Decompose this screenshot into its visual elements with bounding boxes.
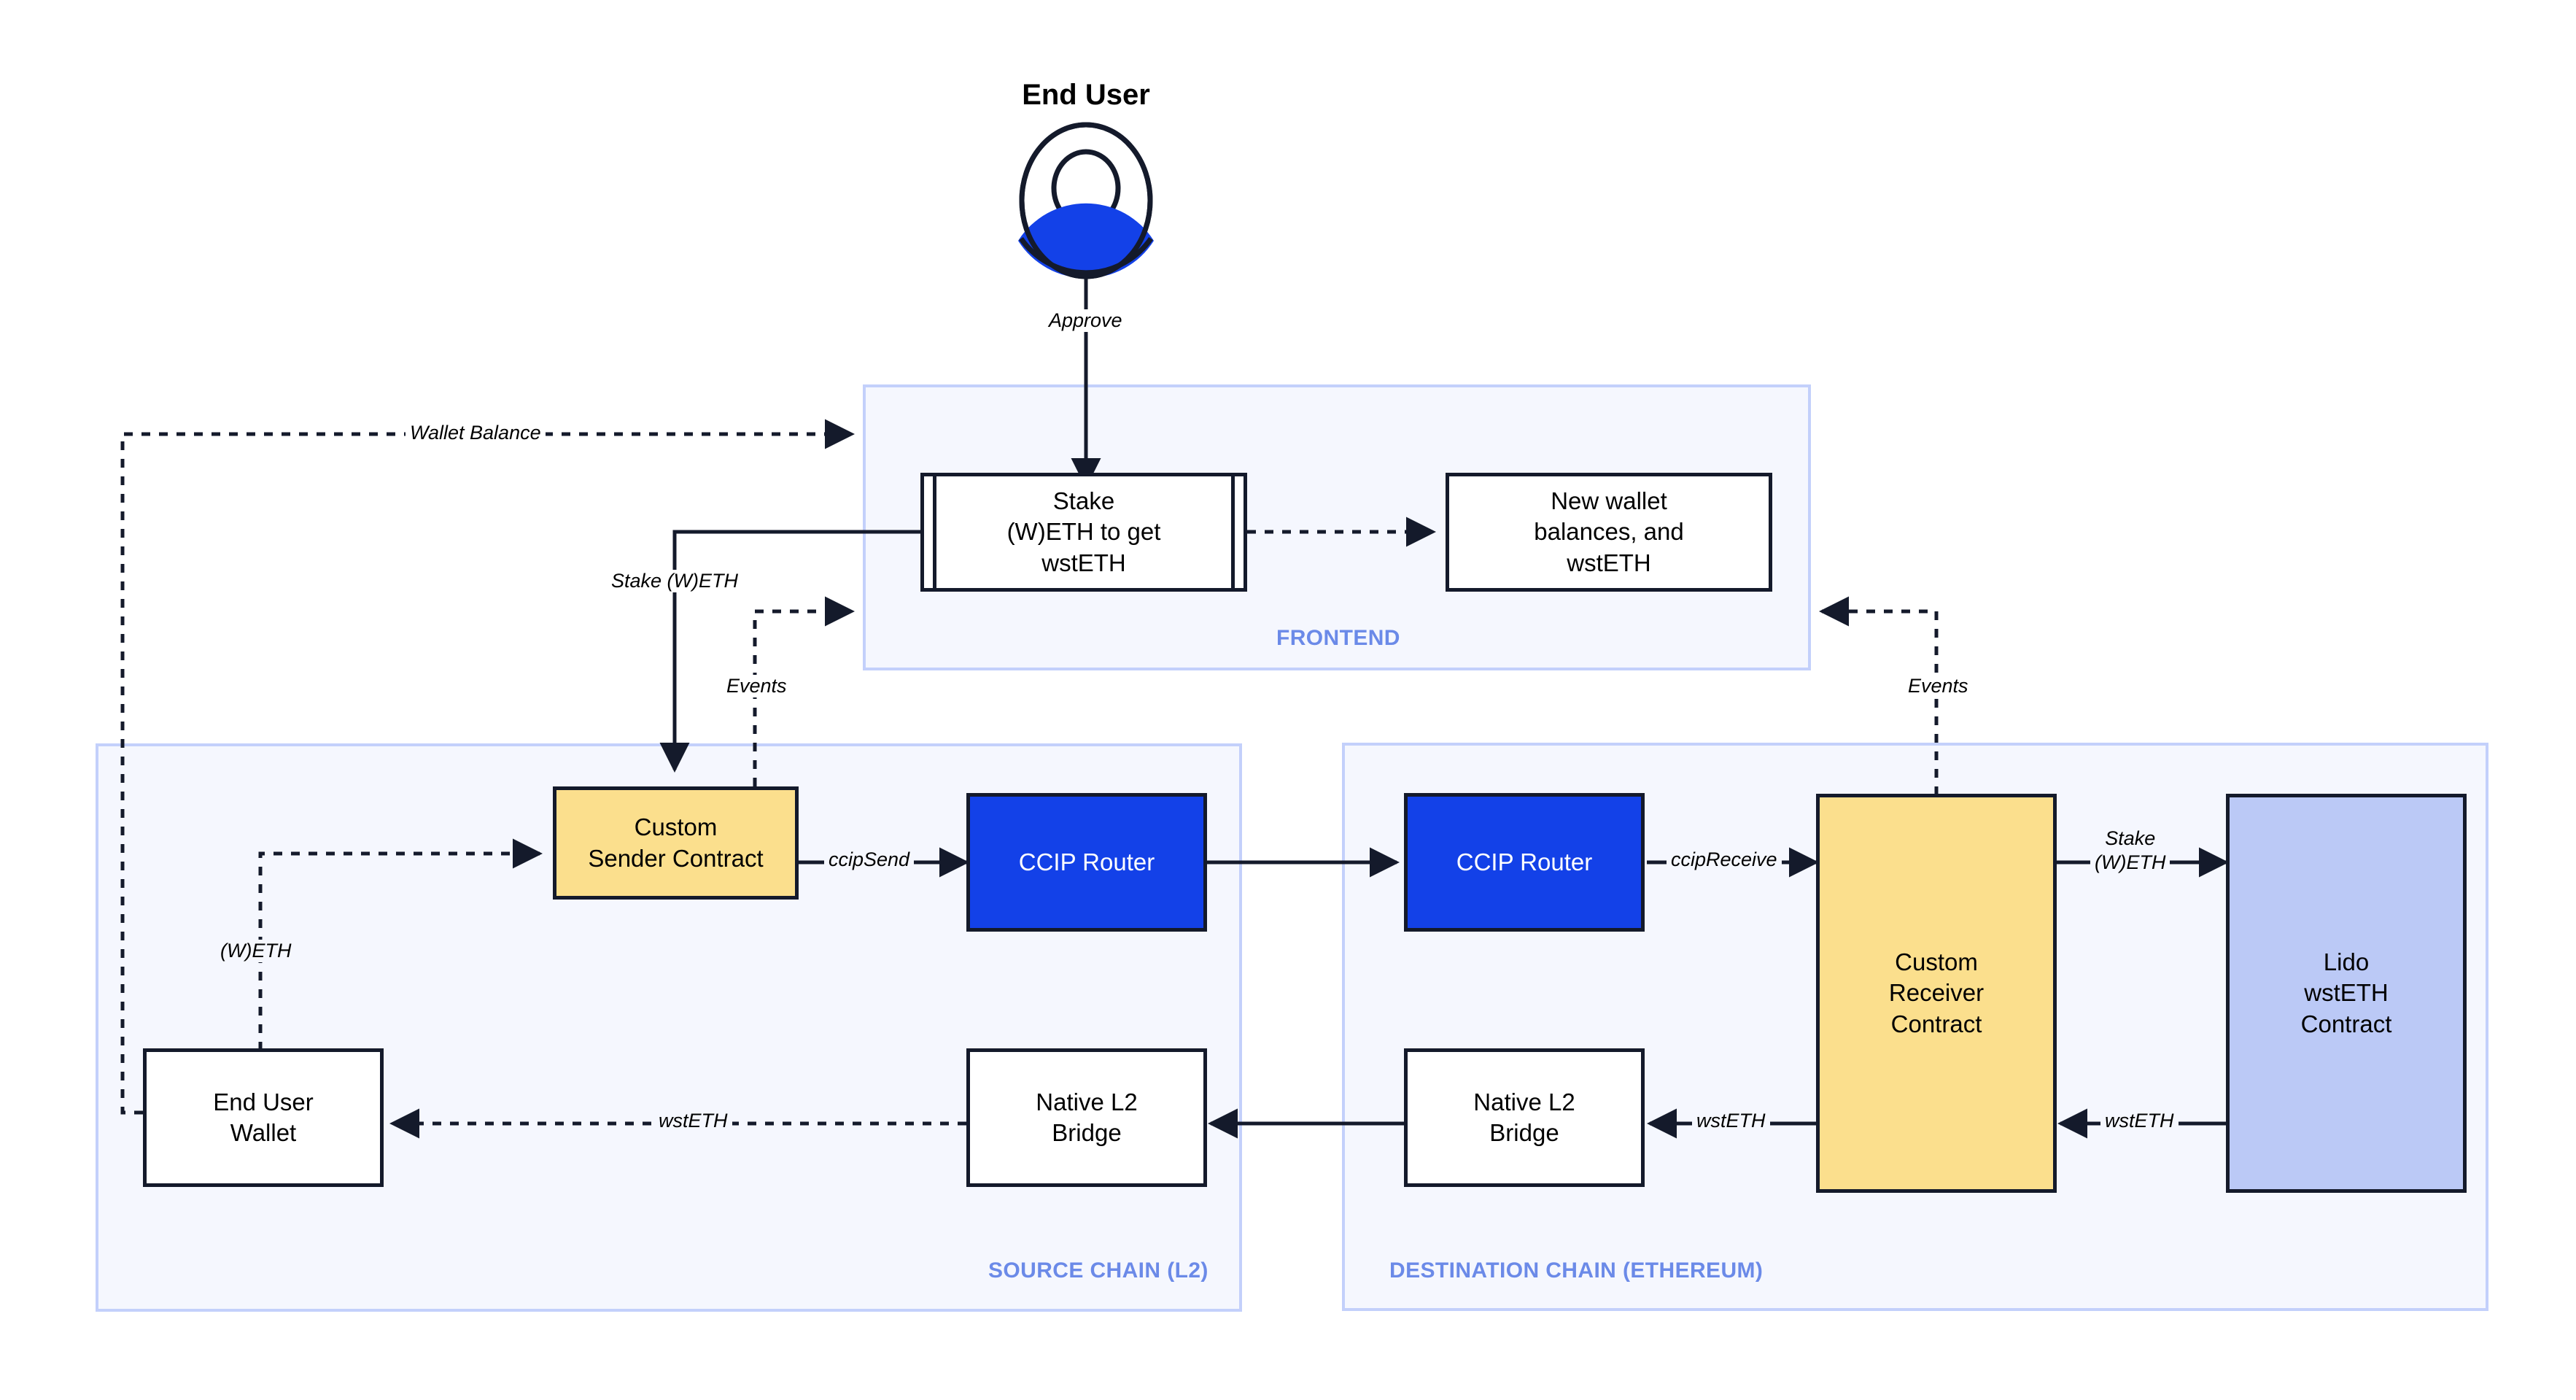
edge-label-events-left: Events [722,675,791,697]
stake-weth-dst-line-2: (W)ETH [2095,851,2166,873]
router-dst-label: CCIP Router [1456,848,1593,875]
wallet-line-2: Wallet [230,1119,297,1146]
stake-ui-line-3: wstETH [1041,549,1126,576]
lido-line-3: Contract [2300,1010,2392,1037]
edge-label-stake-weth-destination: Stake (W)ETH [2090,827,2170,875]
edge-label-wsteth-wallet: wstETH [654,1110,732,1132]
node-end-user-wallet[interactable]: End User Wallet [143,1048,384,1187]
stake-ui-line-2: (W)ETH to get [1006,518,1161,546]
lido-line-1: Lido [2323,948,2370,976]
edge-label-ccip-send: ccipSend [824,848,915,871]
receiver-line-1: Custom [1895,948,1978,976]
node-ccip-router-source[interactable]: CCIP Router [966,793,1207,932]
edge-label-stake-weth: Stake (W)ETH [607,570,743,592]
edge-label-wallet-balance: Wallet Balance [406,422,546,444]
bridge-src-line-1: Native L2 [1036,1088,1138,1115]
bridge-dst-line-2: Bridge [1489,1119,1559,1146]
node-new-wallet-balances[interactable]: New wallet balances, and wstETH [1446,473,1772,592]
node-stake-ui[interactable]: Stake (W)ETH to get wstETH [920,473,1247,592]
node-native-l2-bridge-source[interactable]: Native L2 Bridge [966,1048,1207,1187]
receiver-line-2: Receiver [1888,979,1985,1007]
edge-label-approve: Approve [1044,309,1127,332]
new-balances-line-1: New wallet [1551,487,1667,515]
zone-label-frontend: FRONTEND [1276,626,1400,650]
node-native-l2-bridge-destination[interactable]: Native L2 Bridge [1404,1048,1645,1187]
node-custom-sender-contract[interactable]: Custom Sender Contract [553,786,799,900]
edge-label-weth: (W)ETH [216,940,296,962]
edge-label-wsteth-lido: wstETH [2100,1110,2179,1132]
receiver-line-3: Contract [1890,1010,1982,1037]
node-ccip-router-destination[interactable]: CCIP Router [1404,793,1645,932]
wallet-line-1: End User [213,1088,314,1115]
sender-line-2: Sender Contract [588,844,764,872]
lido-line-2: wstETH [2304,979,2389,1007]
user-avatar-icon [1018,122,1154,279]
edge-label-wsteth-bridge: wstETH [1692,1110,1770,1132]
edge-label-events-right: Events [1904,675,1973,697]
node-lido-wsteth-contract[interactable]: Lido wstETH Contract [2226,794,2467,1193]
actor-title: End User [1022,79,1150,111]
zone-label-destination-chain: DESTINATION CHAIN (ETHEREUM) [1389,1258,1764,1283]
stake-ui-line-1: Stake [1052,487,1115,515]
bridge-dst-line-1: Native L2 [1473,1088,1575,1115]
node-custom-receiver-contract[interactable]: Custom Receiver Contract [1816,794,2057,1193]
new-balances-line-2: balances, and [1534,518,1684,546]
zone-label-source-chain: SOURCE CHAIN (L2) [988,1258,1209,1283]
router-src-label: CCIP Router [1018,848,1155,875]
stake-weth-dst-line-1: Stake [2105,827,2156,849]
edge-label-ccip-receive: ccipReceive [1667,848,1782,871]
new-balances-line-3: wstETH [1567,549,1651,576]
sender-line-1: Custom [634,813,718,841]
bridge-src-line-2: Bridge [1052,1119,1122,1146]
